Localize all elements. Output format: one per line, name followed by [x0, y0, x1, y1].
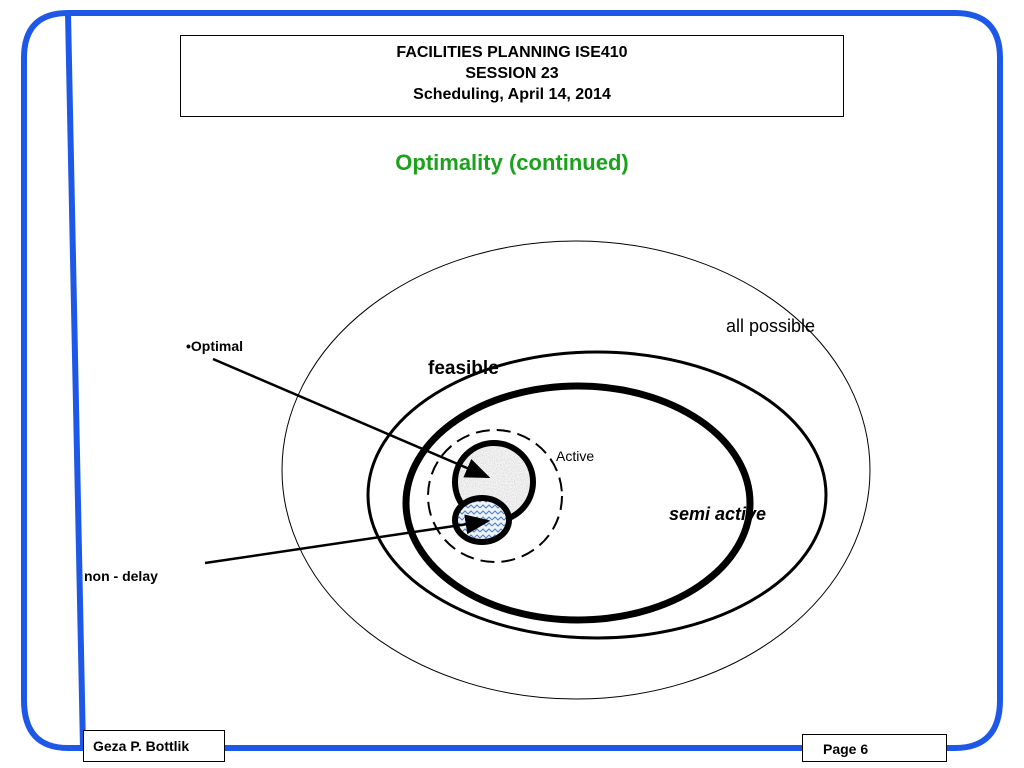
header-line-3: Scheduling, April 14, 2014: [413, 86, 611, 103]
non-delay-ellipse: [452, 495, 512, 545]
feasible-ellipse: [366, 350, 828, 640]
non-delay-arrow: [204, 514, 491, 565]
page-number-box: Page 6: [802, 734, 947, 762]
semi-active-label: semi active: [669, 504, 767, 524]
page-number: Page 6: [823, 741, 869, 757]
non-delay-label: non - delay: [84, 568, 158, 584]
all-possible-label: all possible: [726, 316, 816, 336]
all-possible-ellipse: [281, 240, 871, 700]
feasible-label: feasible: [428, 358, 499, 379]
slide-subtitle: Optimality (continued): [395, 150, 629, 175]
author-name: Geza P. Bottlik: [93, 738, 190, 754]
active-dashed-circle: [427, 429, 563, 563]
active-label: Active: [556, 448, 595, 464]
frame-border: [21, 9, 1003, 751]
header-line-2: SESSION 23: [465, 65, 559, 82]
optimal-label: •Optimal: [186, 338, 244, 354]
semi-active-ellipse: [402, 382, 754, 624]
header-box: FACILITIES PLANNING ISE410 SESSION 23 Sc…: [180, 35, 844, 117]
optimal-arrow: [212, 357, 491, 479]
author-box: Geza P. Bottlik: [83, 730, 225, 762]
header-line-1: FACILITIES PLANNING ISE410: [396, 44, 628, 61]
